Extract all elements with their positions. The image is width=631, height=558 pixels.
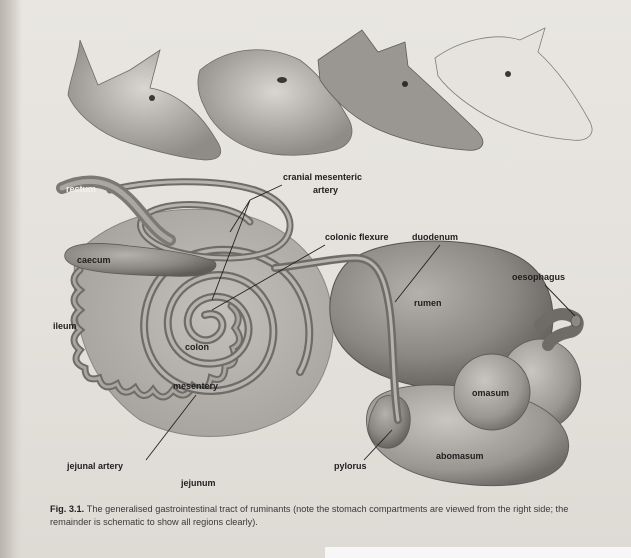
label-cranial-mesenteric-artery: artery bbox=[313, 185, 338, 195]
label-jejunum: jejunum bbox=[180, 478, 216, 488]
label-oesophagus: oesophagus bbox=[512, 272, 565, 282]
label-rectum: rectum bbox=[66, 184, 96, 194]
label-ileum: ileum bbox=[53, 321, 77, 331]
label-rumen: rumen bbox=[414, 298, 442, 308]
label-pylorus: pylorus bbox=[334, 461, 367, 471]
label-mesentery: mesentery bbox=[173, 381, 218, 391]
label-colon: colon bbox=[185, 342, 209, 352]
figure-caption: Fig. 3.1. The generalised gastrointestin… bbox=[50, 503, 595, 529]
animal-heads-illustration bbox=[68, 28, 592, 160]
scan-edge-bar bbox=[325, 547, 631, 558]
label-cranial-mesenteric: cranial mesenteric bbox=[283, 172, 362, 182]
caption-text: The generalised gastrointestinal tract o… bbox=[50, 504, 568, 527]
caption-number: Fig. 3.1. bbox=[50, 504, 87, 514]
label-abomasum: abomasum bbox=[436, 451, 484, 461]
label-duodenum: duodenum bbox=[412, 232, 458, 242]
mesentery-fan bbox=[74, 209, 333, 436]
deer-head bbox=[68, 40, 221, 160]
label-caecum: caecum bbox=[77, 255, 111, 265]
label-omasum: omasum bbox=[472, 388, 509, 398]
label-jejunal-artery: jejunal artery bbox=[66, 461, 123, 471]
label-colonic-flexure: colonic flexure bbox=[325, 232, 389, 242]
